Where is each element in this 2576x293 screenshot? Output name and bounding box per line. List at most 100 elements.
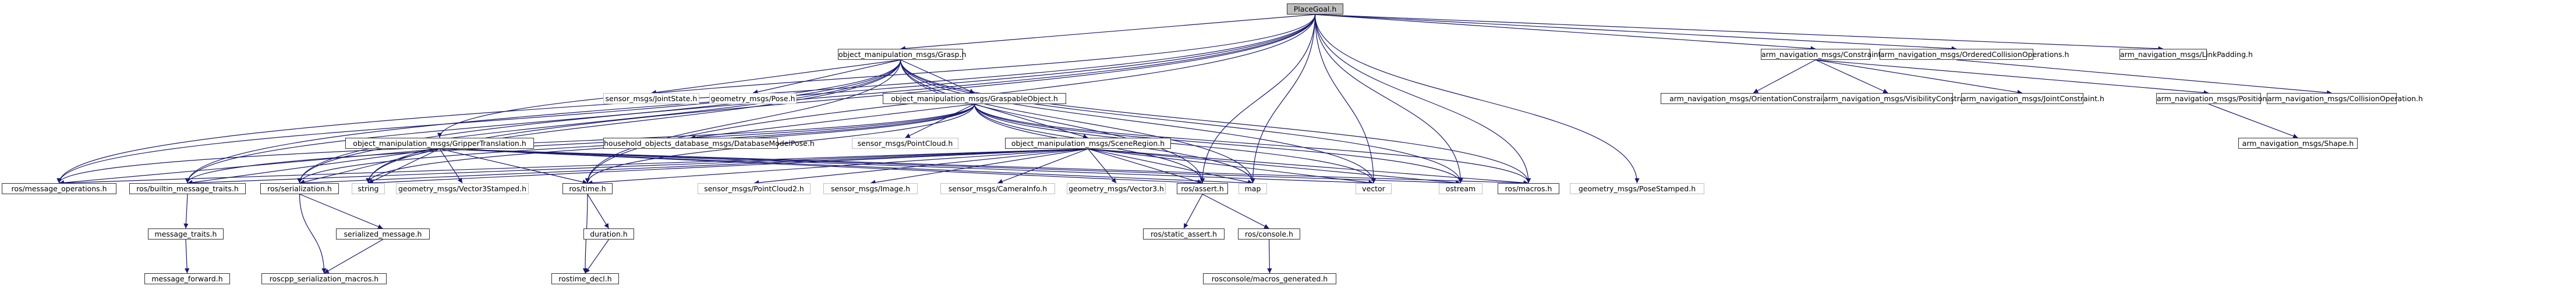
node-jointconstraint[interactable]: arm_navigation_msgs/JointConstraint.h [1961, 93, 2104, 104]
edge-sceneregion-to-rostime [587, 148, 1088, 185]
node-serializationmacros[interactable]: roscpp_serialization_macros.h [261, 273, 387, 284]
edge-sceneregion-to-serialization [299, 148, 1088, 185]
edge-graspable-to-macros [974, 103, 1531, 184]
edge-grasp-to-pose [752, 59, 901, 95]
node-dbmodelpose[interactable]: household_objects_database_msgs/Database… [603, 138, 815, 149]
edge-sceneregion-to-pointcloud2 [753, 148, 1088, 185]
edge-sceneregion-to-builtintraits [187, 148, 1088, 185]
edge-graspable-to-builtintraits [185, 103, 975, 184]
node-jointstate: sensor_msgs/JointState.h [603, 93, 699, 104]
edge-grasp-to-vector [900, 59, 1377, 184]
edge-grippertrans-to-vec3stamped [439, 148, 463, 184]
edge-constraints-to-jointconstraint [1815, 59, 2023, 95]
edge-layer [56, 14, 2332, 274]
edge-grasp-to-string [366, 59, 901, 184]
node-graspable[interactable]: object_manipulation_msgs/GraspableObject… [883, 93, 1066, 104]
edge-builtintraits-to-msgtraits [183, 194, 189, 229]
edge-msgtraits-to-msgforward [184, 239, 190, 274]
node-msgops[interactable]: ros/message_operations.h [2, 183, 116, 194]
node-linkpadding[interactable]: arm_navigation_msgs/LinkPadding.h [2119, 49, 2253, 60]
edge-constraints-to-positionconstraint [1815, 59, 2209, 95]
edge-sceneregion-to-msgops [59, 148, 1088, 185]
node-builtintraits[interactable]: ros/builtin_message_traits.h [129, 183, 246, 194]
edge-placegoal-to-orderedcoll [1315, 14, 1957, 51]
node-image: sensor_msgs/Image.h [823, 183, 918, 194]
node-grippertrans[interactable]: object_manipulation_msgs/GripperTranslat… [345, 138, 534, 149]
edge-grasp-to-msgops [56, 59, 901, 184]
edge-placegoal-to-posestamped [1314, 14, 1640, 184]
edge-grasp-to-rostime [585, 59, 901, 184]
node-pointcloud2: sensor_msgs/PointCloud2.h [698, 183, 811, 194]
node-shape[interactable]: arm_navigation_msgs/Shape.h [2238, 138, 2358, 149]
node-rostime[interactable]: ros/time.h [562, 183, 613, 194]
edge-placegoal-to-ostream [1314, 14, 1463, 184]
node-ostream: ostream [1439, 183, 1482, 194]
edge-sceneregion-to-image [870, 148, 1088, 185]
node-positionconstraint[interactable]: arm_navigation_msgs/PositionConstraint.h [2156, 93, 2312, 104]
edge-sceneregion-to-string [368, 148, 1088, 185]
node-serialization[interactable]: ros/serialization.h [260, 183, 339, 194]
node-constraints[interactable]: arm_navigation_msgs/Constraints.h [1761, 49, 1892, 60]
edge-constraints-to-visibility [1815, 59, 1888, 94]
node-orderedcoll[interactable]: arm_navigation_msgs/OrderedCollisionOper… [1880, 49, 2069, 60]
edge-grasp-to-builtintraits [185, 59, 901, 184]
edge-grippertrans-to-macros [439, 148, 1529, 185]
node-msgforward[interactable]: message_forward.h [144, 273, 230, 284]
edge-sceneregion-to-ostream [1088, 148, 1461, 185]
node-placegoal[interactable]: PlaceGoal.h [1287, 3, 1343, 15]
node-console[interactable]: ros/console.h [1238, 228, 1300, 240]
edge-console-to-macrosgenerated [1267, 239, 1272, 274]
node-macros[interactable]: ros/macros.h [1498, 183, 1559, 194]
edge-grasp-to-ostream [900, 59, 1463, 184]
edge-sceneregion-to-map [1088, 148, 1253, 185]
node-staticassert[interactable]: ros/static_assert.h [1143, 228, 1225, 240]
edge-grippertrans-to-serialization [299, 148, 440, 185]
node-pose: geometry_msgs/Pose.h [709, 93, 797, 104]
node-vec3stamped: geometry_msgs/Vector3Stamped.h [396, 183, 529, 194]
edge-grippertrans-to-map [439, 148, 1253, 185]
edge-grippertrans-to-string [368, 148, 440, 184]
edge-grippertrans-to-vector [439, 148, 1374, 185]
edge-serializedmsg-to-serializationmacros [324, 239, 383, 274]
edge-sceneregion-to-camerainfo [997, 148, 1088, 184]
edge-grasp-to-map [900, 59, 1255, 184]
edge-grippertrans-to-rostime [439, 148, 588, 185]
edge-grippertrans-to-msgops [59, 148, 440, 185]
edge-graspable-to-vector [974, 103, 1377, 184]
edge-placegoal-to-map [1250, 14, 1316, 184]
node-msgtraits[interactable]: message_traits.h [148, 228, 224, 240]
edge-placegoal-to-linkpadding [1315, 14, 2164, 51]
edge-constraints-to-orientation [1753, 59, 1816, 94]
edge-grasp-to-jointstate [651, 59, 901, 95]
node-string: string [352, 183, 385, 194]
edge-sceneregion-to-macros [1088, 148, 1529, 185]
node-collisionop[interactable]: arm_navigation_msgs/CollisionOperation.h [2267, 93, 2423, 104]
node-duration[interactable]: duration.h [583, 228, 634, 240]
node-macrosgenerated[interactable]: rosconsole/macros_generated.h [1203, 273, 1336, 284]
edge-duration-to-rostimedecl [585, 239, 609, 274]
edge-grippertrans-to-assert [439, 148, 1203, 185]
edge-sceneregion-to-vector [1088, 148, 1374, 185]
node-visibility[interactable]: arm_navigation_msgs/VisibilityConstraint… [1823, 93, 1981, 104]
node-orientation[interactable]: arm_navigation_msgs/OrientationConstrain… [1661, 93, 1846, 104]
node-rostimedecl[interactable]: rostime_decl.h [551, 273, 619, 284]
node-vector: vector [1356, 183, 1392, 194]
edge-orderedcoll-to-collisionop [1956, 59, 2332, 95]
node-grasp[interactable]: object_manipulation_msgs/Grasp.h [838, 49, 967, 60]
edge-grasp-to-macros [900, 59, 1531, 184]
edge-assert-to-console [1202, 194, 1269, 229]
edge-grippertrans-to-ostream [439, 148, 1461, 185]
edge-positionconstraint-to-shape [2208, 103, 2298, 138]
node-map: map [1239, 183, 1267, 194]
edge-sceneregion-to-assert [1088, 148, 1203, 184]
node-sceneregion[interactable]: object_manipulation_msgs/SceneRegion.h [1005, 138, 1171, 149]
edge-placegoal-to-grasp [900, 14, 1315, 51]
edge-graspable-to-dbmodelpose [690, 103, 975, 140]
edge-sceneregion-to-vector3 [1088, 148, 1117, 184]
node-assert[interactable]: ros/assert.h [1177, 183, 1228, 194]
edge-placegoal-to-constraints [1315, 14, 1816, 51]
edge-placegoal-to-macros [1314, 14, 1531, 184]
node-serializedmsg[interactable]: serialized_message.h [336, 228, 430, 240]
node-pointcloud: sensor_msgs/PointCloud.h [852, 138, 958, 149]
